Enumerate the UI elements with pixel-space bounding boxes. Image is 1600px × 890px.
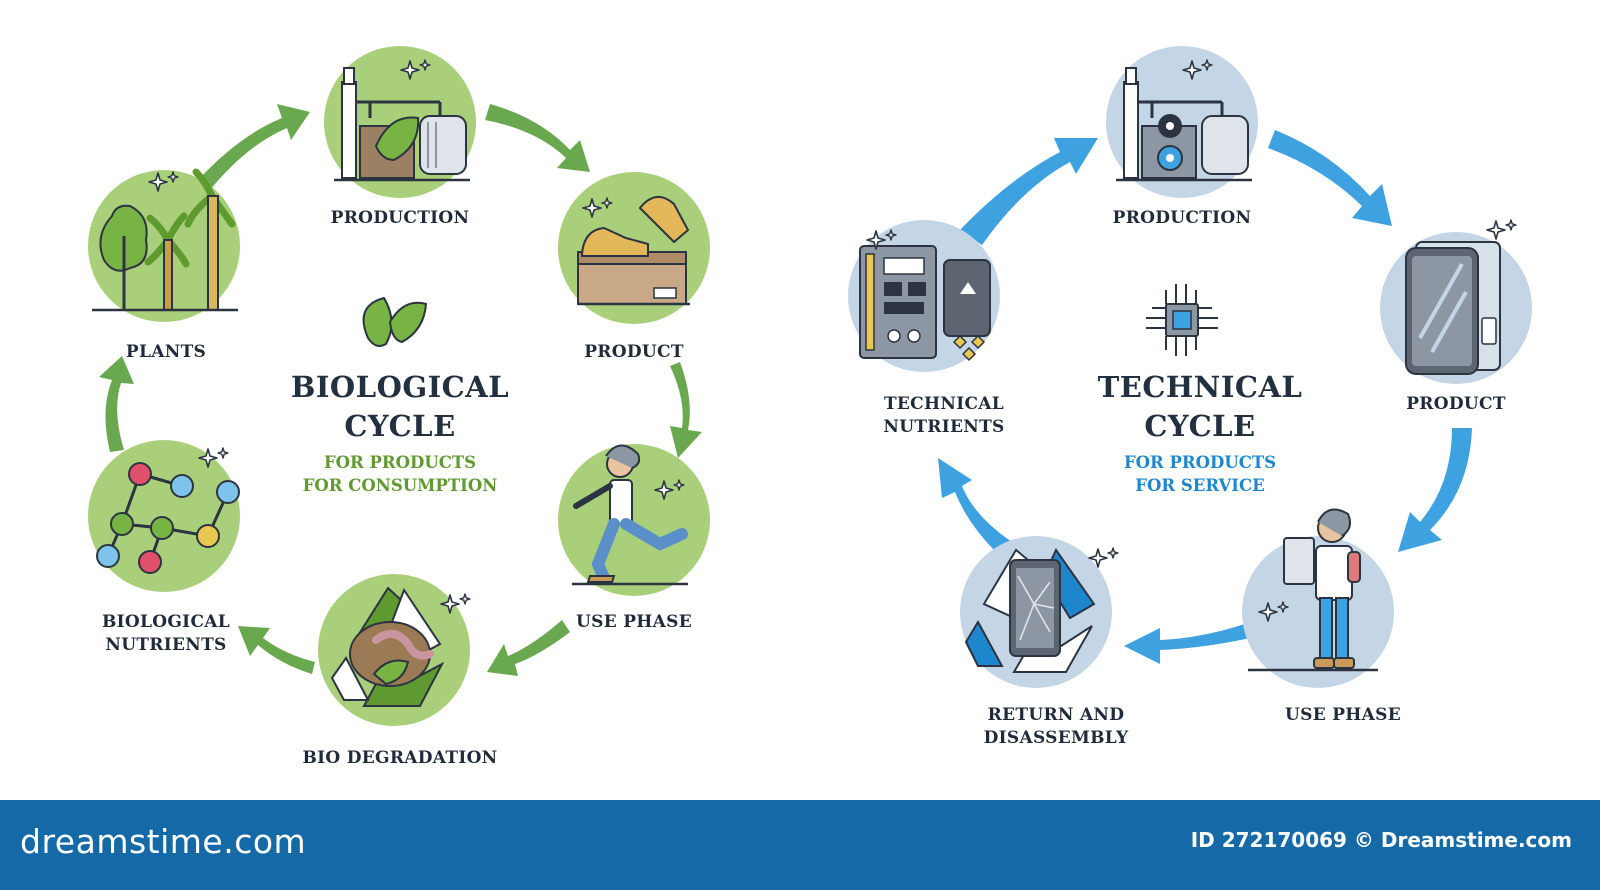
tech-label-use-phase: USE PHASE — [1285, 705, 1401, 725]
tech-nutrients-line1: TECHNICAL — [883, 394, 1005, 414]
arrow-use-to-degradation — [487, 620, 570, 676]
smartphone-icon — [1380, 219, 1532, 384]
bio-label-plants: PLANTS — [125, 342, 207, 362]
tech-sub-line1: FOR PRODUCTS — [1123, 453, 1277, 472]
bio-arrows — [99, 104, 702, 676]
tech-arrows — [938, 130, 1472, 664]
cycles-diagram: PRODUCTION PRODUCT USE PHASE BIO DEGRADA… — [88, 46, 1532, 768]
tech-return-line1: RETURN AND — [987, 705, 1125, 725]
bio-label-nutrients: BIOLOGICAL NUTRIENTS — [102, 611, 230, 657]
tech-label-product: PRODUCT — [1406, 394, 1506, 414]
walking-person-icon — [558, 444, 710, 596]
bio-label-use-phase: USE PHASE — [576, 612, 692, 632]
tech-title-line1: TECHNICAL — [1097, 370, 1303, 404]
person-with-tablet-icon — [1242, 508, 1394, 688]
leaves-icon — [362, 296, 428, 347]
chip-icon — [1146, 284, 1218, 356]
factory-icon — [324, 46, 476, 198]
factory-icon — [1106, 46, 1258, 198]
diagram-canvas — [88, 46, 1532, 726]
tech-cycle-subtitle: FOR PRODUCTS FOR SERVICE — [1124, 451, 1276, 497]
footer-bar: dreamstime.com ID 272170069 © Dreamstime… — [0, 800, 1600, 890]
arrow-tnutrients-to-production — [960, 138, 1098, 245]
arrow-return-to-tnutrients — [938, 458, 1012, 556]
shoe-box-icon — [558, 172, 710, 324]
bio-cycle-subtitle: FOR PRODUCTS FOR CONSUMPTION — [303, 451, 498, 497]
arrow-production-to-tproduct — [1268, 130, 1392, 226]
tech-return-line2: DISASSEMBLY — [983, 728, 1129, 748]
bio-nutrients-line2: NUTRIENTS — [105, 635, 227, 655]
bio-title-line1: BIOLOGICAL — [290, 370, 510, 404]
tech-sub-line2: FOR SERVICE — [1135, 476, 1265, 495]
bio-sub-line1: FOR PRODUCTS — [323, 453, 477, 472]
tech-label-production: PRODUCTION — [1112, 208, 1252, 228]
plants-icon — [88, 168, 240, 322]
footer-image-id: ID 272170069 © Dreamstime.com — [1190, 828, 1572, 852]
bio-label-production: PRODUCTION — [330, 208, 470, 228]
tech-label-return: RETURN AND DISASSEMBLY — [984, 704, 1129, 750]
tech-cycle-title: TECHNICAL CYCLE — [1098, 368, 1303, 446]
tech-label-nutrients: TECHNICAL NUTRIENTS — [883, 393, 1004, 439]
bio-cycle-title: BIOLOGICAL CYCLE — [291, 368, 509, 446]
bio-label-degradation: BIO DEGRADATION — [302, 748, 498, 768]
circuit-board-icon — [848, 220, 1000, 372]
arrow-product-to-use — [670, 362, 702, 458]
arrow-tproduct-to-use — [1398, 428, 1472, 552]
arrow-plants-to-production — [198, 104, 310, 190]
bio-label-product: PRODUCT — [584, 342, 684, 362]
tech-title-line2: CYCLE — [1144, 409, 1256, 443]
arrow-production-to-product — [485, 104, 590, 172]
bio-title-line2: CYCLE — [344, 409, 456, 443]
arrow-use-to-return — [1124, 618, 1268, 664]
arrow-degradation-to-nutrients — [238, 626, 315, 674]
arrow-nutrients-to-plants — [99, 356, 134, 452]
tech-nutrients-line2: NUTRIENTS — [883, 417, 1005, 437]
recycle-phone-icon — [960, 536, 1119, 688]
molecule-icon — [88, 440, 240, 592]
footer-logo[interactable]: dreamstime.com — [20, 822, 307, 861]
bio-sub-line2: FOR CONSUMPTION — [302, 476, 498, 495]
recycle-worm-icon — [318, 574, 471, 726]
bio-nutrients-line1: BIOLOGICAL — [101, 612, 231, 632]
